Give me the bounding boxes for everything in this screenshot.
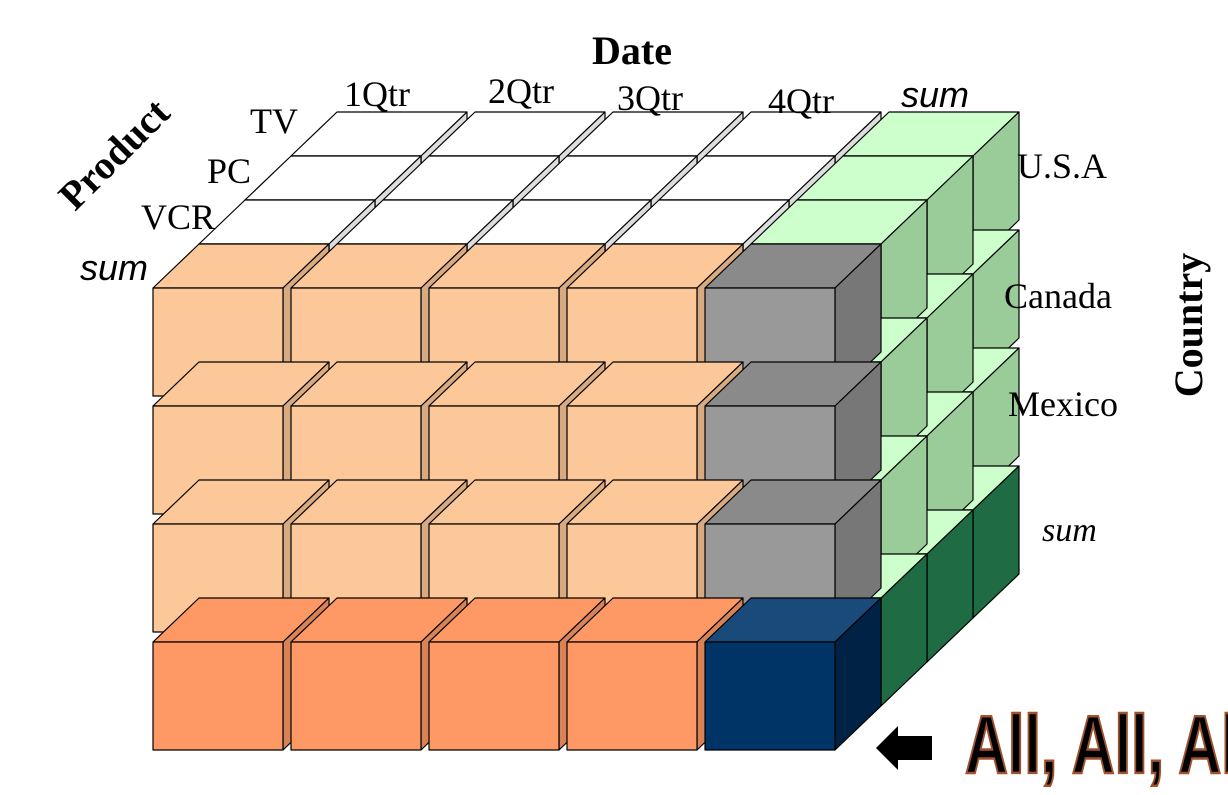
product-label-vcr: VCR bbox=[141, 197, 215, 237]
date-label-1qtr: 1Qtr bbox=[344, 74, 410, 114]
cell-d3-c4-r3-front bbox=[704, 641, 836, 751]
cell-d3-c1-r3-front bbox=[290, 641, 422, 751]
date-label-sum: sum bbox=[901, 74, 969, 115]
date-label-3qtr: 3Qtr bbox=[617, 78, 683, 118]
country-label-sum: sum bbox=[1042, 512, 1097, 549]
product-label-tv: TV bbox=[250, 101, 298, 141]
country-axis-title: Country bbox=[1166, 253, 1211, 397]
cell-d3-c3-r3-front bbox=[566, 641, 698, 751]
product-label-sum: sum bbox=[80, 247, 148, 288]
country-label-canada: Canada bbox=[1004, 276, 1112, 316]
date-label-2qtr: 2Qtr bbox=[488, 71, 554, 111]
country-label-usa: U.S.A bbox=[1017, 146, 1107, 186]
cell-d3-c2-r3-front bbox=[428, 641, 560, 751]
callout-text: All, All, All bbox=[965, 700, 1228, 792]
product-label-pc: PC bbox=[207, 151, 251, 191]
country-label-mexico: Mexico bbox=[1008, 384, 1118, 424]
left-arrow-icon bbox=[876, 726, 932, 770]
cube-cells bbox=[152, 111, 1020, 751]
date-axis-title: Date bbox=[592, 28, 672, 73]
cell-d3-c0-r3-front bbox=[152, 641, 284, 751]
date-label-4qtr: 4Qtr bbox=[768, 81, 834, 121]
